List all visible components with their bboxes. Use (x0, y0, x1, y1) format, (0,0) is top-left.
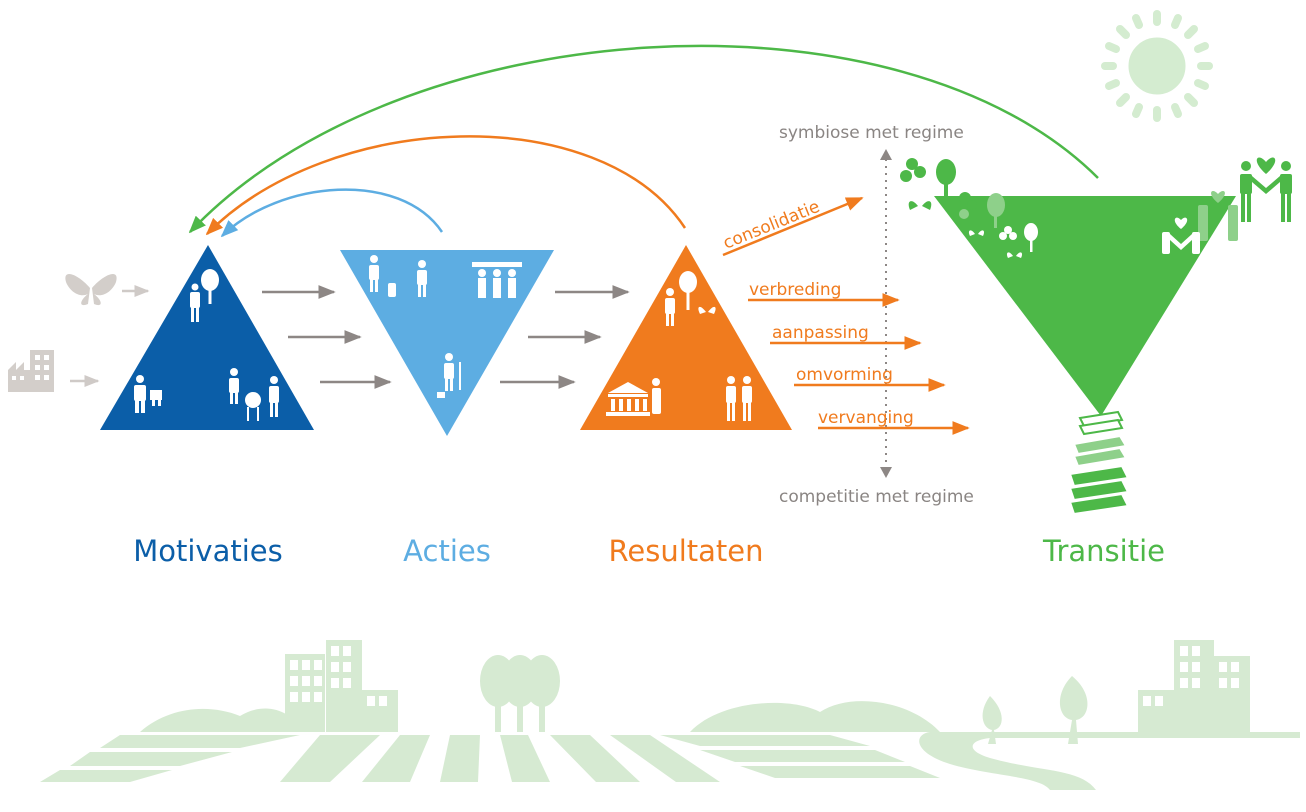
community-heart-icon (1162, 157, 1292, 254)
flow-arrows-acties-resultaten (500, 285, 630, 389)
resultaten-triangle (580, 245, 792, 430)
feedback-arrow-acties (220, 188, 444, 238)
people-banner-icon (472, 262, 522, 298)
axis-arrow-down (880, 467, 892, 478)
pathway-label-vervanging: vervanging (818, 408, 914, 428)
axis-label-symbiose: symbiose met regime (779, 123, 964, 143)
transitie-funnel (900, 157, 1292, 516)
pathway-label-verbreding: verbreding (749, 280, 841, 300)
axis-arrow-up (880, 149, 892, 160)
person-planting-icon (437, 353, 461, 398)
fields-icon (40, 735, 940, 782)
stage-title-transitie: Transitie (1042, 534, 1165, 568)
pathway-label-omvorming: omvorming (796, 365, 893, 385)
person-tree-butterfly-icon (665, 271, 716, 326)
pathway-arrow-consolidatie (722, 196, 864, 257)
nature-icons (900, 158, 1038, 258)
people-barbecue-icon (229, 368, 279, 421)
buildings-right-icon (1138, 640, 1250, 732)
pathway-label-consolidatie: consolidatie (720, 197, 822, 254)
institution-icon (606, 378, 661, 416)
feedback-arrow-transitie (188, 44, 1099, 234)
stage-title-resultaten: Resultaten (609, 534, 764, 568)
butterfly-icon (65, 274, 117, 306)
trees-icon (480, 655, 560, 732)
feedback-arrow-resultaten (205, 135, 687, 236)
axis-label-competitie: competitie met regime (779, 487, 974, 507)
motivaties-triangle (100, 245, 314, 430)
person-dog-icon (134, 375, 162, 413)
factory-icon (8, 350, 54, 392)
stage-title-motivaties: Motivaties (133, 534, 283, 568)
two-people-icon (726, 376, 752, 421)
person-tree-icon (190, 269, 219, 322)
books-icon (1068, 410, 1130, 516)
people-cleaning-icon (369, 255, 427, 297)
stage-title-acties: Acties (403, 534, 491, 568)
landscape-illustration (40, 640, 1300, 790)
acties-triangle (340, 250, 554, 436)
buildings-left-icon (285, 640, 398, 732)
pathway-label-aanpassing: aanpassing (772, 323, 869, 343)
flow-arrows-motivaties-acties (262, 285, 392, 389)
small-trees-icon (982, 676, 1088, 744)
sun-icon (1101, 10, 1213, 122)
river-icon (919, 732, 1300, 790)
